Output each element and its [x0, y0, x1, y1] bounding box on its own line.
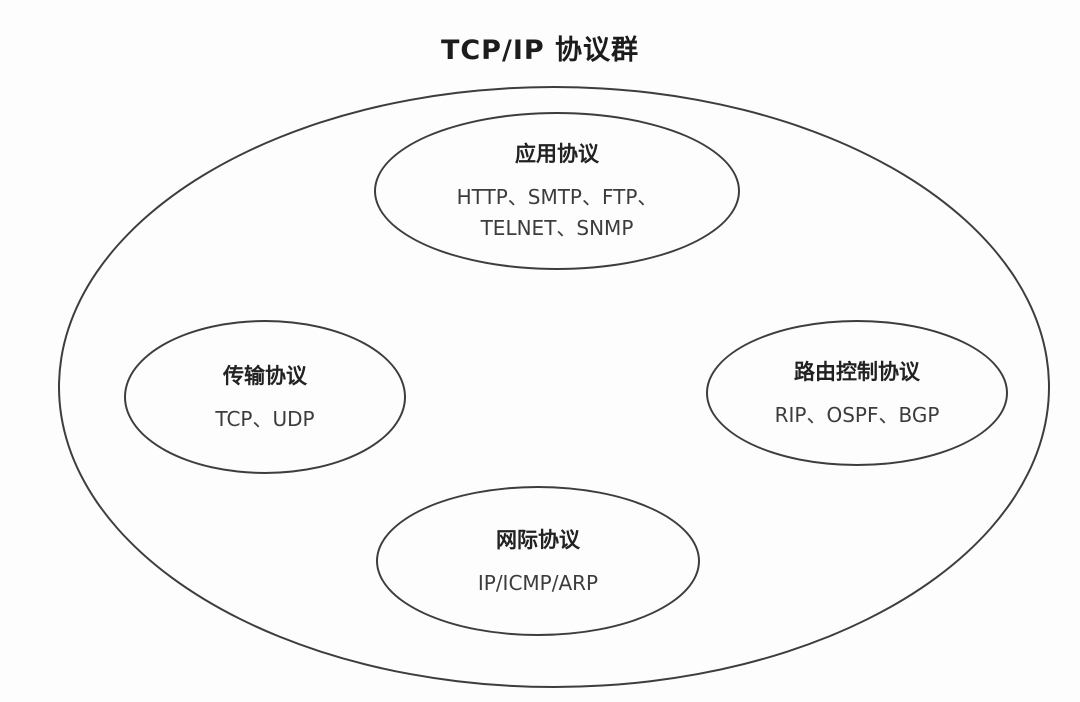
outer-ellipse-tcpip-suite	[58, 86, 1050, 688]
application-protocols-items: HTTP、SMTP、FTP、 TELNET、SNMP	[457, 182, 658, 244]
application-protocols-line-2: TELNET、SNMP	[480, 216, 634, 240]
node-application-protocols: 应用协议 HTTP、SMTP、FTP、 TELNET、SNMP	[374, 112, 740, 270]
transport-protocols-title: 传输协议	[223, 363, 307, 388]
internet-protocols-items: IP/ICMP/ARP	[477, 570, 599, 595]
node-transport-protocols: 传输协议 TCP、UDP	[124, 320, 406, 474]
routing-control-protocols-items: RIP、OSPF、BGP	[774, 402, 940, 427]
node-internet-protocols: 网际协议 IP/ICMP/ARP	[376, 486, 700, 636]
application-protocols-line-1: HTTP、SMTP、FTP、	[456, 185, 658, 209]
routing-control-protocols-title: 路由控制协议	[794, 359, 920, 384]
node-routing-control-protocols: 路由控制协议 RIP、OSPF、BGP	[706, 320, 1008, 466]
application-protocols-title: 应用协议	[515, 142, 599, 166]
internet-protocols-title: 网际协议	[496, 527, 580, 552]
diagram-title: TCP/IP 协议群	[440, 35, 640, 66]
transport-protocols-items: TCP、UDP	[215, 406, 315, 431]
